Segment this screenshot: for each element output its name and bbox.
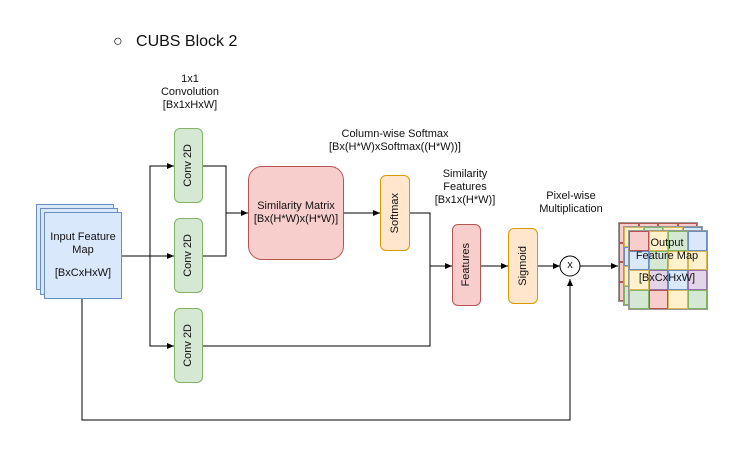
similarity-features-header: Similarity Features [Bx1x(H*W)] (425, 168, 505, 207)
softmax-block: Softmax (380, 175, 410, 251)
conv2d-label: Conv 2D (182, 324, 194, 367)
conv-header: 1x1 Convolution [Bx1xHxW] (150, 73, 230, 112)
sigmoid-label: Sigmoid (516, 246, 529, 286)
softmax-header-shape: [Bx(H*W)xSoftmax((H*W))] (329, 141, 461, 153)
pixelwise-title-2: Multiplication (539, 203, 603, 215)
output-shape: [BxCxHxW] (638, 272, 696, 284)
pixelwise-header: Pixel-wise Multiplication (527, 190, 615, 216)
pixelwise-title-1: Pixel-wise (546, 190, 596, 202)
page-title: CUBS Block 2 (136, 33, 238, 50)
section-heading: ○ CUBS Block 2 (113, 33, 237, 51)
similarity-matrix-shape: [Bx(H*W)x(H*W)] (253, 213, 339, 225)
input-feature-map: Input Feature Map [BxCxHxW] (44, 212, 122, 299)
output-label-1: Output (650, 237, 684, 249)
conv2d-block-1: Conv 2D (174, 128, 203, 203)
similarity-matrix-block: Similarity Matrix [Bx(H*W)x(H*W)] (248, 166, 344, 260)
conv-header-kernel: 1x1 (181, 73, 199, 85)
bullet-icon: ○ (113, 33, 123, 50)
conv2-to-similarity (203, 213, 227, 257)
input-shape: [BxCxHxW] (54, 267, 112, 279)
branch-line-lower (149, 256, 174, 349)
sigmoid-block: Sigmoid (508, 228, 538, 304)
skip-connection (81, 279, 573, 421)
input-label-2: Map (72, 244, 94, 256)
similarity-features-title-1: Similarity (442, 168, 488, 180)
features-label: Features (460, 243, 472, 287)
input-label-1: Input Feature (50, 231, 116, 243)
similarity-features-shape: [Bx1x(H*W)] (434, 194, 496, 206)
output-label-2: Feature Map (635, 250, 699, 262)
features-block: Features (452, 224, 481, 306)
softmax-to-features (410, 212, 452, 269)
conv-header-title: Convolution (160, 86, 220, 98)
output-label: Output Feature Map [BxCxHxW] (628, 237, 706, 285)
branch-line (149, 163, 174, 256)
conv2d-block-2: Conv 2D (174, 218, 203, 293)
conv1-to-similarity (203, 165, 248, 216)
conv2d-label: Conv 2D (182, 234, 194, 277)
conv2d-block-3: Conv 2D (174, 308, 203, 383)
output-feature-map (628, 230, 708, 310)
softmax-label: Softmax (388, 192, 401, 234)
multiply-node (559, 255, 581, 277)
multiply-symbol: x (567, 259, 573, 271)
similarity-features-title-2: Features (443, 181, 487, 193)
conv3-to-features (203, 266, 431, 347)
similarity-matrix-label: Similarity Matrix (257, 200, 335, 212)
conv2d-label: Conv 2D (182, 144, 194, 187)
softmax-header: Column-wise Softmax [Bx(H*W)xSoftmax((H*… (310, 128, 480, 154)
softmax-header-title: Column-wise Softmax (341, 128, 449, 140)
conv-header-shape: [Bx1xHxW] (162, 99, 218, 111)
